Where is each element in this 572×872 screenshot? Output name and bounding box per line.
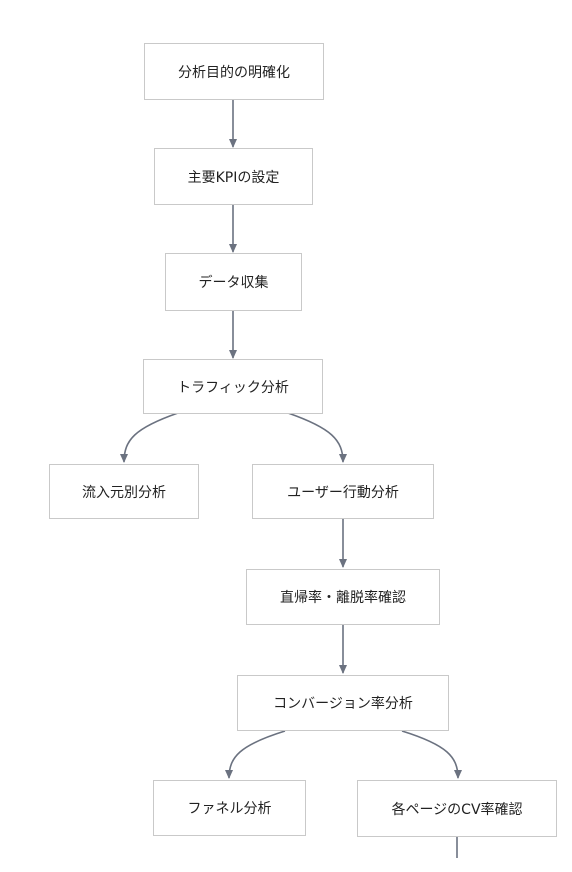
- node-goal: 分析目的の明確化: [144, 43, 324, 100]
- node-bounce: 直帰率・離脱率確認: [246, 569, 440, 625]
- node-funnel: ファネル分析: [153, 780, 306, 836]
- node-source-label: 流入元別分析: [82, 484, 166, 501]
- node-bounce-label: 直帰率・離脱率確認: [280, 590, 406, 606]
- edge-traffic-source: [120, 412, 179, 463]
- edge-conversion-funnel: [225, 730, 286, 779]
- edge-traffic-behavior: [287, 412, 347, 463]
- edge-conversion-page-cv: [401, 730, 462, 779]
- node-kpi: 主要KPIの設定: [154, 148, 313, 205]
- node-collect: データ収集: [165, 253, 302, 311]
- node-page-cv: 各ページのCV率確認: [357, 780, 557, 837]
- node-conversion: コンバージョン率分析: [237, 675, 449, 731]
- node-conversion-label: コンバージョン率分析: [273, 696, 413, 712]
- node-behavior: ユーザー行動分析: [252, 464, 434, 519]
- node-funnel-label: ファネル分析: [187, 801, 272, 817]
- node-collect-label: データ収集: [198, 275, 269, 291]
- node-goal-label: 分析目的の明確化: [178, 64, 290, 81]
- node-source: 流入元別分析: [49, 464, 199, 519]
- node-kpi-label: 主要KPIの設定: [187, 169, 280, 186]
- node-traffic: トラフィック分析: [143, 359, 323, 414]
- node-behavior-label: ユーザー行動分析: [287, 484, 399, 501]
- node-traffic-label: トラフィック分析: [177, 379, 289, 396]
- node-page-cv-label: 各ページのCV率確認: [391, 801, 523, 818]
